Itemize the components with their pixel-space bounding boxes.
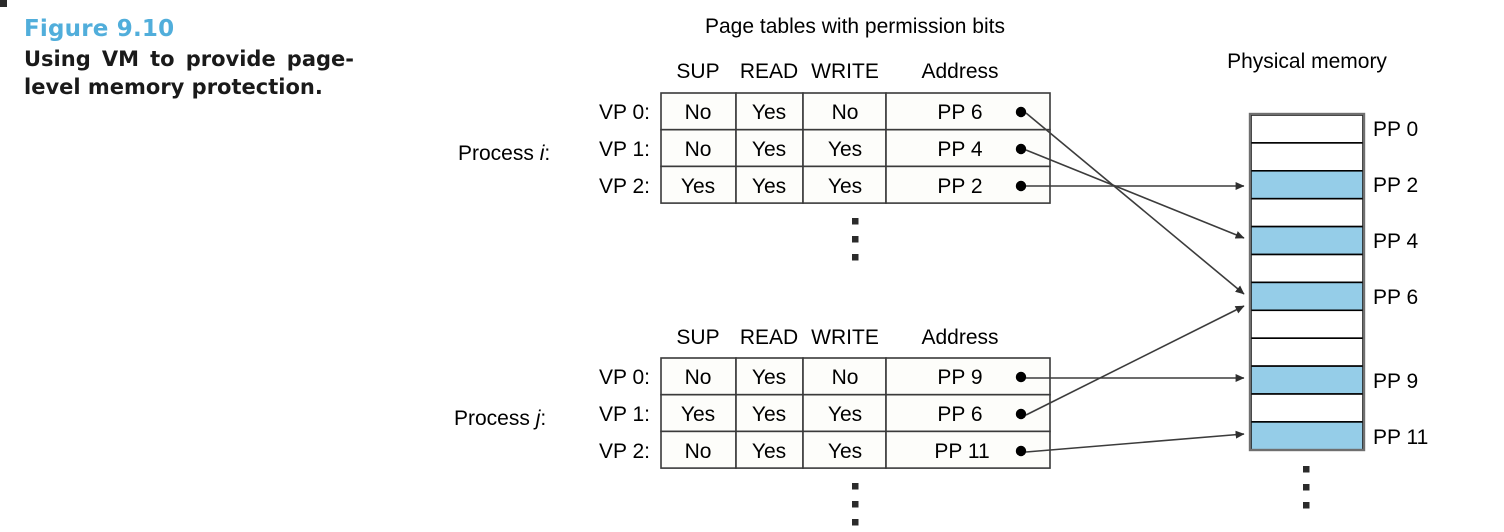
process-j-table-row-2: No Yes Yes PP 11 bbox=[685, 440, 1027, 463]
process-j-label-suffix: : bbox=[540, 407, 546, 430]
process-i-row-0-pointer-dot bbox=[1015, 106, 1027, 118]
process-i-row-1-address: PP 4 bbox=[937, 138, 982, 161]
process-i-row-2-write: Yes bbox=[828, 175, 862, 198]
connector-process-j-row-1-to-frame-6 bbox=[1025, 305, 1245, 416]
memory-frame-0-label: PP 0 bbox=[1373, 118, 1418, 141]
column-header-write: WRITE bbox=[811, 60, 879, 83]
memory-frame-11 bbox=[1250, 421, 1364, 451]
process-j-row-1-vp-label: VP 1: bbox=[599, 403, 650, 426]
process-j-label: Process j: bbox=[454, 407, 546, 430]
process-i-row-0-write: No bbox=[832, 101, 859, 124]
physical-memory-outline bbox=[1248, 112, 1366, 452]
process-j-label-prefix: Process bbox=[454, 407, 536, 430]
process-i-row-2-pointer-dot bbox=[1015, 180, 1027, 192]
process-i-row-0-vp-label: VP 0: bbox=[599, 101, 650, 124]
memory-frame-4 bbox=[1250, 225, 1364, 256]
memory-frame-9 bbox=[1250, 365, 1364, 395]
process-i-label: Process i: bbox=[458, 142, 550, 165]
physical-memory-block bbox=[1248, 112, 1366, 452]
memory-frame-6 bbox=[1250, 281, 1364, 312]
process-j-row-0-sup: No bbox=[685, 366, 712, 389]
process-j-row-2-read: Yes bbox=[752, 440, 786, 463]
process-i-row-1-pointer-dot bbox=[1015, 143, 1027, 155]
memory-frame-5 bbox=[1250, 253, 1364, 284]
memory-frame-2 bbox=[1250, 170, 1364, 200]
process-i-column-headers: SUP READ WRITE Address bbox=[676, 60, 998, 83]
memory-frame-8 bbox=[1250, 337, 1364, 367]
page-corner-mark bbox=[0, 0, 7, 7]
process-i-row-1-sup: No bbox=[685, 138, 712, 161]
memory-frame-9-label: PP 9 bbox=[1373, 370, 1418, 393]
column-header-read: READ bbox=[740, 60, 798, 83]
process-j-row-1-address: PP 6 bbox=[937, 403, 982, 426]
column-header-write-2: WRITE bbox=[811, 326, 879, 349]
figure-number: Figure 9.10 bbox=[24, 16, 175, 42]
process-i-row-0-sup: No bbox=[685, 101, 712, 124]
process-i-table-row-0: No Yes No PP 6 bbox=[685, 101, 1027, 124]
connector-process-j-row-2-to-frame-11 bbox=[1025, 430, 1245, 453]
column-header-sup-2: SUP bbox=[676, 326, 719, 349]
memory-frame-2-label: PP 2 bbox=[1373, 174, 1418, 197]
process-i-table-row-2: Yes Yes Yes PP 2 bbox=[681, 175, 1027, 198]
process-j-row-2-write: Yes bbox=[828, 440, 862, 463]
memory-frame-4-label: PP 4 bbox=[1373, 230, 1418, 253]
process-j-row-0-read: Yes bbox=[752, 366, 786, 389]
memory-frame-10 bbox=[1250, 393, 1364, 423]
column-header-address-2: Address bbox=[921, 326, 998, 349]
process-j-row-1-read: Yes bbox=[752, 403, 786, 426]
process-i-page-table bbox=[660, 92, 1051, 204]
process-i-vertical-ellipsis bbox=[852, 218, 859, 261]
process-i-table-row-1: No Yes Yes PP 4 bbox=[685, 138, 1027, 161]
process-j-row-0-vp-label: VP 0: bbox=[599, 366, 650, 389]
memory-frame-3 bbox=[1250, 197, 1364, 228]
process-i-row-2-sup: Yes bbox=[681, 175, 715, 198]
memory-frame-7 bbox=[1250, 309, 1364, 339]
process-j-column-headers: SUP READ WRITE Address bbox=[676, 326, 998, 349]
memory-frame-0 bbox=[1250, 114, 1364, 144]
process-j-row-0-address: PP 9 bbox=[937, 366, 982, 389]
page-tables-title: Page tables with permission bits bbox=[705, 15, 1005, 38]
process-j-table-row-1: Yes Yes Yes PP 6 bbox=[681, 403, 1027, 426]
process-i-row-2-vp-label: VP 2: bbox=[599, 175, 650, 198]
memory-frame-6-label: PP 6 bbox=[1373, 286, 1418, 309]
process-j-row-1-write: Yes bbox=[828, 403, 862, 426]
process-i-row-1-vp-label: VP 1: bbox=[599, 138, 650, 161]
physical-memory-title: Physical memory bbox=[1227, 50, 1387, 73]
memory-frame-11-label: PP 11 bbox=[1373, 426, 1428, 449]
process-i-row-2-read: Yes bbox=[752, 175, 786, 198]
figure-caption-text: Using VM to provide page-level memory pr… bbox=[24, 47, 354, 100]
process-j-row-0-pointer-dot bbox=[1015, 371, 1027, 383]
process-j-row-1-pointer-dot bbox=[1015, 408, 1027, 420]
process-j-table-row-0: No Yes No PP 9 bbox=[685, 366, 1027, 389]
process-j-page-table bbox=[660, 357, 1051, 469]
process-i-label-italic: i bbox=[540, 142, 546, 165]
connector-process-i-row-0-to-frame-6 bbox=[1025, 112, 1245, 295]
process-i-label-prefix: Process bbox=[458, 142, 540, 165]
process-j-row-2-pointer-dot bbox=[1015, 445, 1027, 457]
column-header-address: Address bbox=[921, 60, 998, 83]
process-j-row-2-vp-label: VP 2: bbox=[599, 440, 650, 463]
physical-memory-vertical-ellipsis bbox=[1303, 466, 1310, 509]
connector-process-i-row-1-to-frame-4 bbox=[1025, 149, 1245, 239]
process-i-row-0-address: PP 6 bbox=[937, 101, 982, 124]
column-header-read-2: READ bbox=[740, 326, 798, 349]
process-j-row-2-sup: No bbox=[685, 440, 712, 463]
process-j-row-1-sup: Yes bbox=[681, 403, 715, 426]
process-j-vertical-ellipsis bbox=[852, 483, 859, 526]
process-i-row-2-address: PP 2 bbox=[937, 175, 982, 198]
process-j-row-0-write: No bbox=[832, 366, 859, 389]
process-i-label-suffix: : bbox=[544, 142, 550, 165]
process-i-row-1-read: Yes bbox=[752, 138, 786, 161]
process-i-row-0-read: Yes bbox=[752, 101, 786, 124]
memory-frame-1 bbox=[1250, 142, 1364, 172]
process-i-row-1-write: Yes bbox=[828, 138, 862, 161]
process-j-label-italic: j bbox=[533, 407, 542, 430]
figure-caption-block: Figure 9.10 Using VM to provide page-lev… bbox=[24, 16, 354, 102]
column-header-sup: SUP bbox=[676, 60, 719, 83]
process-j-row-2-address: PP 11 bbox=[934, 440, 989, 463]
